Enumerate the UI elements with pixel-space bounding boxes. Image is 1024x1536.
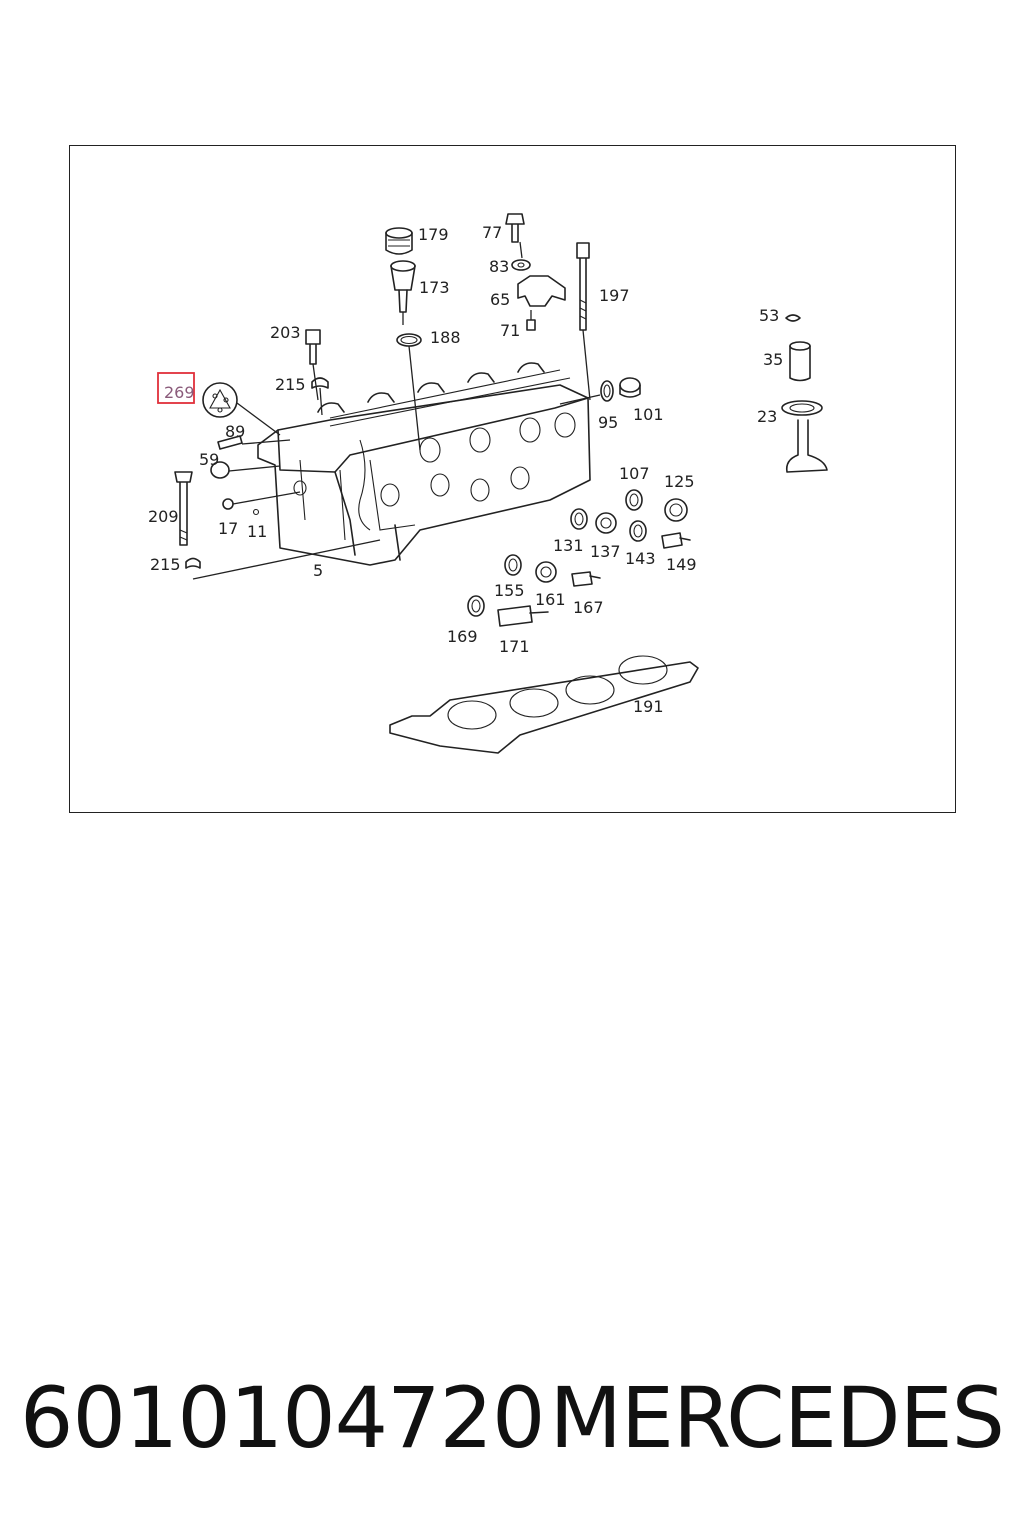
callout-labels: 179 77 83 173 65 197 71 203 188 215 89 5… xyxy=(148,223,783,716)
plug-part-59 xyxy=(210,461,230,479)
washer-part-83 xyxy=(511,259,531,271)
leader-lines xyxy=(192,241,601,580)
callout-167: 167 xyxy=(573,598,604,617)
callout-53: 53 xyxy=(759,306,779,325)
plug-part-101 xyxy=(619,377,641,398)
callout-161: 161 xyxy=(535,590,566,609)
sensor-part-167 xyxy=(571,571,601,587)
plug-part-215b xyxy=(185,557,201,569)
callout-59: 59 xyxy=(199,450,219,469)
callout-95: 95 xyxy=(598,413,618,432)
sensor-part-149 xyxy=(661,532,691,549)
seal-ring-part-155 xyxy=(504,554,522,576)
callout-107: 107 xyxy=(619,464,650,483)
exploded-parts-diagram: 179 77 83 173 65 197 71 203 188 215 89 5… xyxy=(148,213,828,754)
callout-215-bottom: 215 xyxy=(150,555,181,574)
callout-125: 125 xyxy=(664,472,695,491)
valve-guide-part-35 xyxy=(789,341,811,382)
diagram-frame xyxy=(69,145,956,813)
long-bolt-part-197 xyxy=(576,242,590,331)
part-number: 6010104720 xyxy=(20,1369,545,1467)
callout-197: 197 xyxy=(599,286,630,305)
seal-ring-part-131 xyxy=(570,508,588,530)
callout-173: 173 xyxy=(419,278,450,297)
footer: 6010104720 MERCEDES xyxy=(20,1368,1005,1468)
callout-35: 35 xyxy=(763,350,783,369)
callout-131: 131 xyxy=(553,536,584,555)
plug-part-215 xyxy=(311,377,329,389)
callout-137: 137 xyxy=(590,542,621,561)
callout-71: 71 xyxy=(500,321,520,340)
plug-part-269 xyxy=(202,382,238,418)
plug-part-161 xyxy=(535,561,557,583)
callout-191: 191 xyxy=(633,697,664,716)
callout-203: 203 xyxy=(270,323,301,342)
callout-155: 155 xyxy=(494,581,525,600)
head-gasket-part xyxy=(389,655,699,754)
bolt-part-203 xyxy=(305,329,321,365)
seal-ring-part-107 xyxy=(625,489,643,511)
seal-ring-part-188 xyxy=(396,333,422,347)
callout-143: 143 xyxy=(625,549,656,568)
callout-5: 5 xyxy=(313,561,323,580)
guide-part xyxy=(390,260,416,313)
callout-171: 171 xyxy=(499,637,530,656)
seal-ring-part-169 xyxy=(467,595,485,617)
callout-83: 83 xyxy=(489,257,509,276)
pin-part-71 xyxy=(526,319,536,331)
callout-209: 209 xyxy=(148,507,179,526)
ball-part-17 xyxy=(222,498,234,510)
callout-179: 179 xyxy=(418,225,449,244)
highlighted-callout-269[interactable]: 269 xyxy=(157,372,195,404)
highlight-box xyxy=(157,372,195,404)
bolt-part-77 xyxy=(505,213,525,243)
valve-keeper-part-53 xyxy=(785,314,801,322)
bucket-tappet-part xyxy=(385,227,413,255)
dowel-part-89 xyxy=(217,435,243,450)
callout-101: 101 xyxy=(633,405,664,424)
plug-part-125 xyxy=(664,498,688,522)
brand-name: MERCEDES xyxy=(549,1369,1005,1467)
plug-part-137 xyxy=(595,512,617,534)
callout-77: 77 xyxy=(482,223,502,242)
callout-65: 65 xyxy=(490,290,510,309)
sensor-part-171 xyxy=(497,605,549,627)
callout-269: 269 xyxy=(164,383,195,402)
callout-23: 23 xyxy=(757,407,777,426)
bearing-cap-part xyxy=(517,275,566,307)
callout-149: 149 xyxy=(666,555,697,574)
valve-part-23 xyxy=(781,400,828,473)
seal-ring-part-143 xyxy=(629,520,647,542)
seal-ring-part-95 xyxy=(600,380,614,402)
callout-11: 11 xyxy=(247,522,267,541)
ball-part-11 xyxy=(252,508,260,516)
callout-215-top: 215 xyxy=(275,375,306,394)
cylinder-head-part xyxy=(257,362,591,566)
callout-188: 188 xyxy=(430,328,461,347)
callout-17: 17 xyxy=(218,519,238,538)
callout-89: 89 xyxy=(225,422,245,441)
bolt-part-209 xyxy=(174,471,193,546)
callout-169: 169 xyxy=(447,627,478,646)
